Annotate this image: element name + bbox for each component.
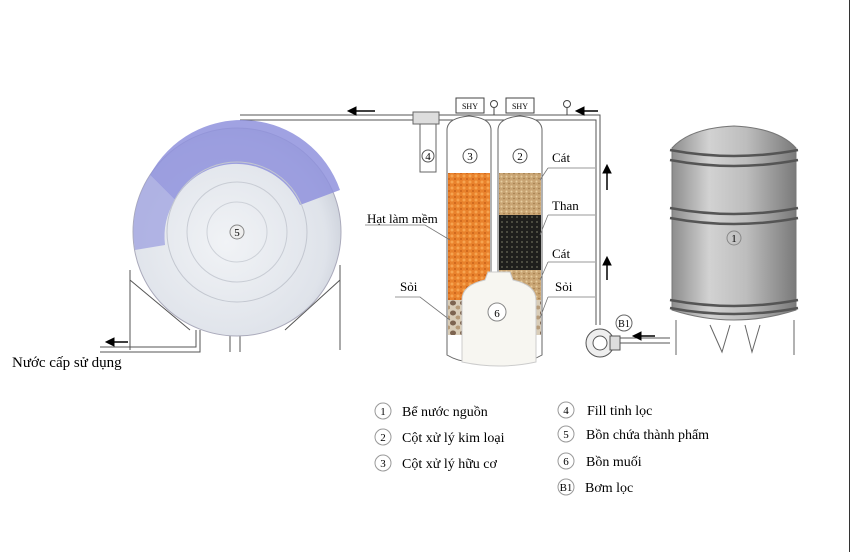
label-gravel-left: Sỏi xyxy=(400,279,418,294)
svg-text:Bể nước nguồn: Bể nước nguồn xyxy=(402,405,488,420)
pump-b1: B1 xyxy=(585,314,633,358)
output-label: Nước cấp sử dụng xyxy=(12,355,122,371)
svg-text:6: 6 xyxy=(563,456,569,468)
label-sand-bottom: Cát xyxy=(552,246,570,261)
label-softener: Hạt làm mềm xyxy=(367,211,438,226)
fine-filter-4: 4 xyxy=(412,111,440,173)
legend-item: 6 Bồn muối xyxy=(557,452,642,470)
pipes xyxy=(100,114,670,353)
marker-b1: B1 xyxy=(618,319,630,330)
svg-text:Bơm lọc: Bơm lọc xyxy=(585,481,633,496)
legend-item: B1 Bơm lọc xyxy=(557,478,633,496)
label-charcoal: Than xyxy=(552,198,579,213)
gauges xyxy=(490,100,571,115)
marker-2: 2 xyxy=(517,151,523,163)
svg-text:5: 5 xyxy=(563,429,569,441)
svg-text:Cột xử lý hữu cơ: Cột xử lý hữu cơ xyxy=(402,457,498,472)
label-sand-top: Cát xyxy=(552,150,570,165)
marker-4: 4 xyxy=(425,151,431,163)
valve-logo-3: SHY xyxy=(462,102,478,111)
svg-text:Cột xử lý kim loại: Cột xử lý kim loại xyxy=(402,431,505,446)
legend-item: 4 Fill tinh lọc xyxy=(557,401,652,419)
svg-text:B1: B1 xyxy=(560,482,573,494)
marker-6: 6 xyxy=(494,308,500,320)
svg-text:1: 1 xyxy=(380,406,386,418)
marker-3: 3 xyxy=(467,151,473,163)
flow-arrows xyxy=(104,106,655,347)
label-gravel-right: Sỏi xyxy=(555,279,573,294)
svg-text:4: 4 xyxy=(563,405,569,417)
svg-text:3: 3 xyxy=(380,458,386,470)
valve-logo-2: SHY xyxy=(512,102,528,111)
marker-1: 1 xyxy=(731,233,737,245)
salt-tank-6: 6 xyxy=(461,271,537,367)
leader-lines xyxy=(365,167,595,321)
product-tank-5: 5 xyxy=(132,120,342,337)
legend-item: 5 Bồn chứa thành phẩm xyxy=(557,425,709,443)
legend-item: 2 Cột xử lý kim loại xyxy=(374,428,505,446)
svg-text:Fill tinh lọc: Fill tinh lọc xyxy=(587,404,652,419)
marker-5: 5 xyxy=(234,227,240,239)
svg-text:2: 2 xyxy=(380,432,386,444)
legend: 1 Bể nước nguồn 2 Cột xử lý kim loại 3 C… xyxy=(374,401,709,496)
svg-text:Bồn muối: Bồn muối xyxy=(586,455,642,470)
svg-text:Bồn chứa thành phẩm: Bồn chứa thành phẩm xyxy=(586,428,709,443)
source-tank-1: 1 xyxy=(669,125,799,355)
legend-item: 1 Bể nước nguồn xyxy=(374,402,488,420)
legend-item: 3 Cột xử lý hữu cơ xyxy=(374,454,498,472)
